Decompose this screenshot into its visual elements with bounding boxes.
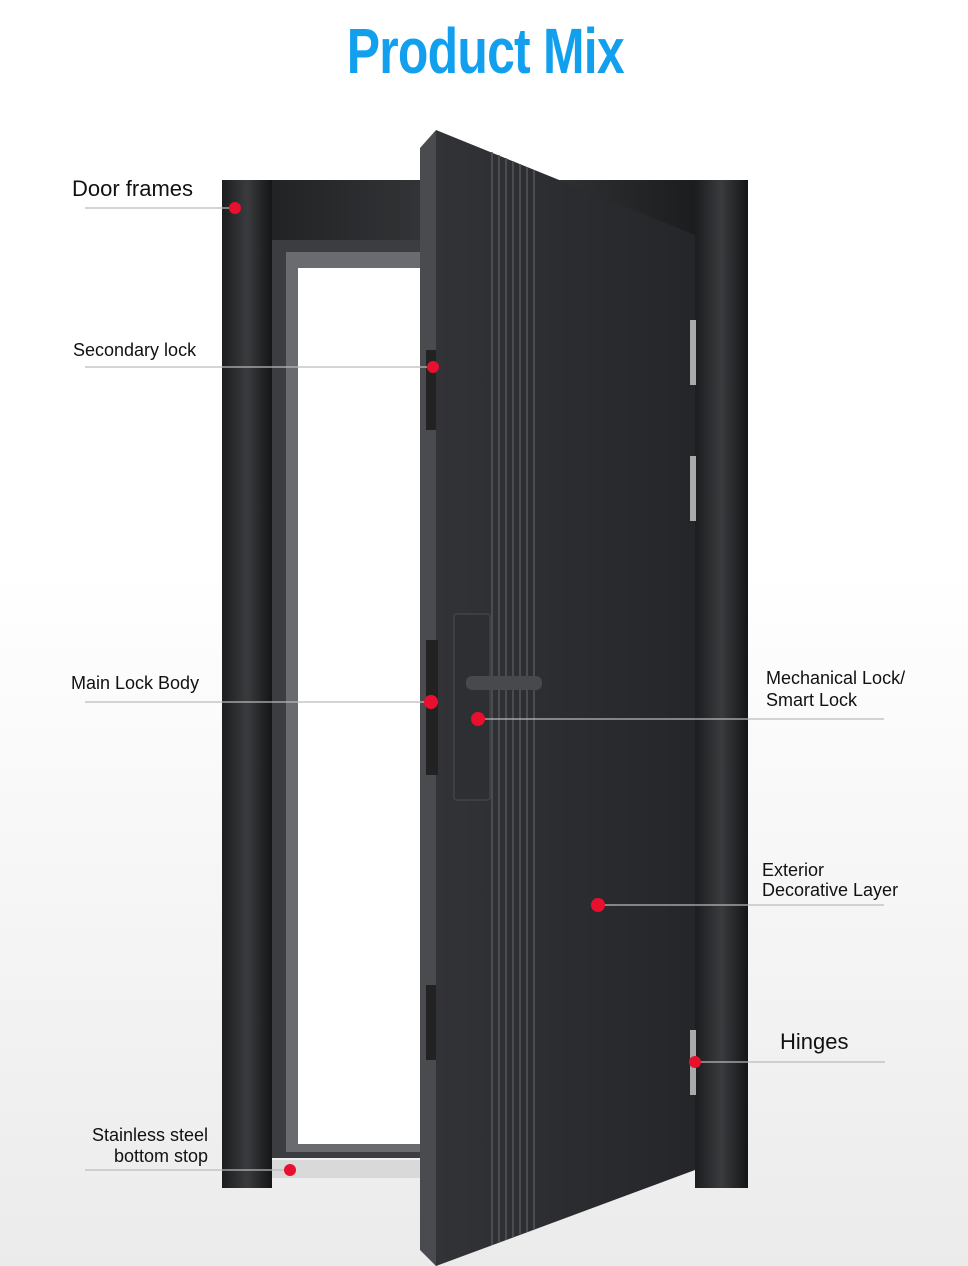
callout-markers [229,202,701,1176]
hinge [690,320,696,385]
label-line: Stainless steel [91,1125,208,1145]
door-handle [466,676,542,690]
label-hinges: Hinges [780,1029,849,1054]
lock-plate [453,613,491,801]
label-line: bottom stop [113,1146,208,1166]
label-main-lock-body: Main Lock Body [71,673,200,693]
label-bottom-stop: Stainless steel bottom stop [60,1125,208,1167]
hinge [690,456,696,521]
page-title: Product Mix [346,15,625,87]
door-slab [420,130,696,1266]
label-secondary-lock: Secondary lock [73,340,197,360]
label-line: Smart Lock [766,690,858,710]
label-mechanical-lock: Mechanical Lock/ Smart Lock [766,667,905,711]
label-line: Exterior [762,860,825,880]
secondary-lock-bolts [426,350,436,430]
label-line: Decorative Layer [762,880,899,900]
label-line: Mechanical Lock/ [766,668,906,688]
label-door-frames: Door frames [72,176,194,201]
label-exterior-decorative-layer: Exterior Decorative Layer [762,860,898,900]
callout-lines [85,207,885,1171]
